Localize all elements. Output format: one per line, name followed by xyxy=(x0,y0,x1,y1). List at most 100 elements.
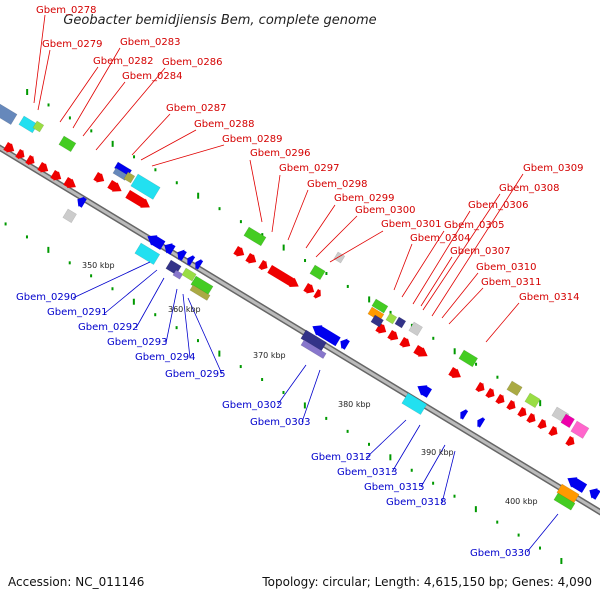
leader-line xyxy=(135,277,165,329)
cog-box xyxy=(408,321,423,337)
forward-gene-arrow xyxy=(15,149,25,160)
forward-gene-arrow xyxy=(3,142,15,153)
gene-label[interactable]: Gbem_0304 xyxy=(410,233,470,244)
gene-label[interactable]: Gbem_0330 xyxy=(470,548,530,559)
gene-label[interactable]: Gbem_0298 xyxy=(307,179,367,190)
leader-line xyxy=(420,444,446,488)
cog-box xyxy=(189,284,211,301)
forward-gene-arrow xyxy=(107,180,122,192)
gene-label[interactable]: Gbem_0305 xyxy=(444,220,504,231)
leader-line xyxy=(422,193,501,311)
leader-line xyxy=(33,14,46,104)
gene-label[interactable]: Gbem_0300 xyxy=(355,205,415,216)
leader-line xyxy=(401,230,445,298)
leader-line xyxy=(37,49,51,111)
gene-label[interactable]: Gbem_0283 xyxy=(120,37,180,48)
leader-line xyxy=(72,47,121,129)
reverse-gene-arrow xyxy=(177,249,187,261)
gene-label[interactable]: Gbem_0310 xyxy=(476,262,536,273)
gene-label[interactable]: Gbem_0292 xyxy=(78,322,138,333)
gene-label[interactable]: Gbem_0289 xyxy=(222,134,282,145)
reverse-gene-arrow xyxy=(477,417,486,428)
forward-gene-arrow xyxy=(485,388,495,399)
gene-label[interactable]: Gbem_0287 xyxy=(166,103,226,114)
leader-line xyxy=(249,159,263,223)
forward-gene-arrow xyxy=(267,265,299,287)
genome-summary-text: Topology: circular; Length: 4,615,150 bp… xyxy=(261,575,592,589)
leader-line xyxy=(441,450,456,504)
leader-line xyxy=(365,419,407,459)
scale-label-380: 380 kbp xyxy=(338,400,371,409)
leader-line xyxy=(329,230,384,263)
gene-label[interactable]: Gbem_0303 xyxy=(250,417,310,428)
gene-label[interactable]: Gbem_0290 xyxy=(16,292,76,303)
forward-gene-arrow xyxy=(313,289,321,299)
scale-label-360: 360 kbp xyxy=(168,305,201,314)
forward-gene-arrow xyxy=(63,177,76,188)
leader-line xyxy=(151,144,225,167)
gene-label[interactable]: Gbem_0308 xyxy=(499,183,559,194)
forward-gene-arrow xyxy=(495,394,505,405)
gene-label[interactable]: Gbem_0309 xyxy=(523,163,583,174)
gene-label[interactable]: Gbem_0284 xyxy=(122,71,182,82)
gene-label[interactable]: Gbem_0279 xyxy=(42,39,102,50)
gene-label[interactable]: Gbem_0314 xyxy=(519,292,579,303)
cog-box xyxy=(570,420,590,439)
gene-label[interactable]: Gbem_0302 xyxy=(222,400,282,411)
cog-box xyxy=(300,339,327,359)
forward-gene-arrow xyxy=(375,323,387,334)
reverse-gene-arrow xyxy=(312,325,341,347)
cog-box xyxy=(123,171,136,184)
gene-features xyxy=(0,103,600,511)
leader-line xyxy=(182,293,191,359)
leader-line xyxy=(104,269,158,314)
forward-gene-arrow xyxy=(258,260,268,271)
leader-line xyxy=(301,369,321,423)
cog-box xyxy=(243,226,267,247)
scale-labels: 350 kbp 360 kbp 370 kbp 380 kbp 390 kbp … xyxy=(82,261,538,506)
leader-line xyxy=(420,256,453,307)
forward-gene-arrow xyxy=(565,436,575,447)
gene-label[interactable]: Gbem_0286 xyxy=(162,57,222,68)
gene-label[interactable]: Gbem_0293 xyxy=(107,337,167,348)
gene-label[interactable]: Gbem_0296 xyxy=(250,148,310,159)
forward-gene-arrow xyxy=(526,413,536,424)
leader-line xyxy=(187,297,223,375)
leader-line xyxy=(95,67,166,151)
gene-label[interactable]: Gbem_0307 xyxy=(450,246,510,257)
forward-gene-arrow xyxy=(25,155,35,166)
gene-label[interactable]: Gbem_0315 xyxy=(364,482,424,493)
cog-box xyxy=(172,269,184,280)
forward-gene-arrow xyxy=(537,419,547,430)
cog-box xyxy=(0,103,18,125)
reverse-gene-arrow xyxy=(340,338,350,350)
gene-label[interactable]: Gbem_0278 xyxy=(36,5,96,16)
gene-label[interactable]: Gbem_0282 xyxy=(93,56,153,67)
bottom-gene-labels: Gbem_0290 Gbem_0291 Gbem_0292 Gbem_0293 … xyxy=(16,292,530,559)
gene-label[interactable]: Gbem_0291 xyxy=(47,307,107,318)
leader-line xyxy=(393,243,413,291)
gene-label[interactable]: Gbem_0295 xyxy=(165,369,225,380)
gene-label[interactable]: Gbem_0294 xyxy=(135,352,195,363)
leader-line xyxy=(165,288,178,344)
leader-line xyxy=(526,513,559,553)
forward-gene-arrow xyxy=(50,170,62,181)
gene-label[interactable]: Gbem_0313 xyxy=(337,467,397,478)
gene-label[interactable]: Gbem_0311 xyxy=(481,277,541,288)
forward-gene-arrow xyxy=(506,400,516,411)
gene-label[interactable]: Gbem_0318 xyxy=(386,497,446,508)
cog-box xyxy=(553,492,576,511)
forward-gene-arrow xyxy=(233,246,245,257)
cog-box xyxy=(560,413,575,429)
scale-label-370: 370 kbp xyxy=(253,351,286,360)
gene-label[interactable]: Gbem_0299 xyxy=(334,193,394,204)
reverse-gene-arrow xyxy=(417,385,432,398)
gene-label[interactable]: Gbem_0306 xyxy=(468,200,528,211)
forward-gene-arrow xyxy=(475,382,485,393)
cog-box xyxy=(524,392,541,409)
gene-label[interactable]: Gbem_0312 xyxy=(311,452,371,463)
gene-label[interactable]: Gbem_0288 xyxy=(194,119,254,130)
gene-label[interactable]: Gbem_0297 xyxy=(279,163,339,174)
gene-label[interactable]: Gbem_0301 xyxy=(381,219,441,230)
cog-box xyxy=(181,267,197,282)
